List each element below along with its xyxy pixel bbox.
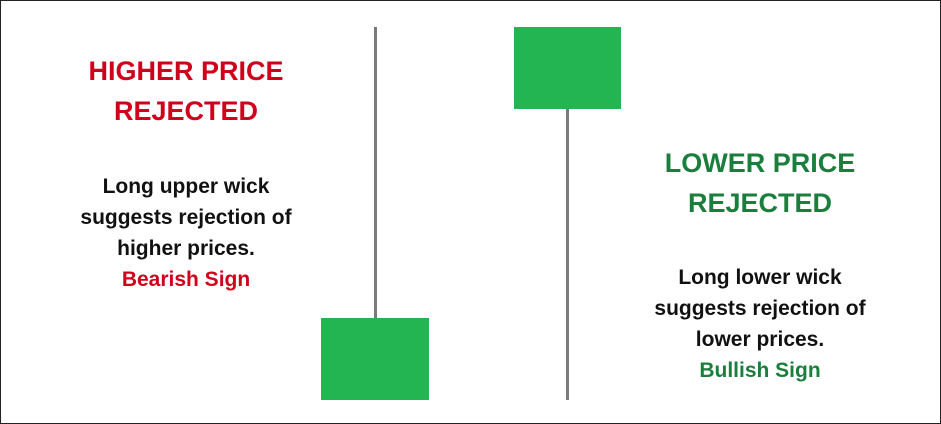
bearish-sign-label: Bearish Sign (121, 268, 251, 291)
description-line: higher prices. (117, 237, 255, 260)
lower-wick (566, 107, 569, 400)
heading-line: LOWER PRICE (664, 148, 856, 178)
candle-body-bullish (514, 27, 621, 109)
heading-line: REJECTED (113, 96, 259, 126)
description-line: Long lower wick (678, 266, 842, 289)
bullish-sign-label: Bullish Sign (699, 359, 821, 382)
heading-line: REJECTED (687, 188, 833, 218)
upper-wick-description: Long upper wick suggests rejection of hi… (41, 171, 331, 295)
description-line: lower prices. (695, 328, 825, 351)
description-line: suggests rejection of (80, 206, 292, 229)
higher-price-rejected-heading: HIGHER PRICE REJECTED (41, 51, 331, 131)
description-line: Long upper wick (102, 175, 270, 198)
upper-wick (374, 27, 377, 319)
lower-wick-description: Long lower wick suggests rejection of lo… (615, 262, 905, 386)
description-line: suggests rejection of (654, 297, 866, 320)
heading-line: HIGHER PRICE (88, 56, 284, 86)
candle-body-bearish (321, 318, 429, 400)
lower-price-rejected-heading: LOWER PRICE REJECTED (615, 143, 905, 223)
